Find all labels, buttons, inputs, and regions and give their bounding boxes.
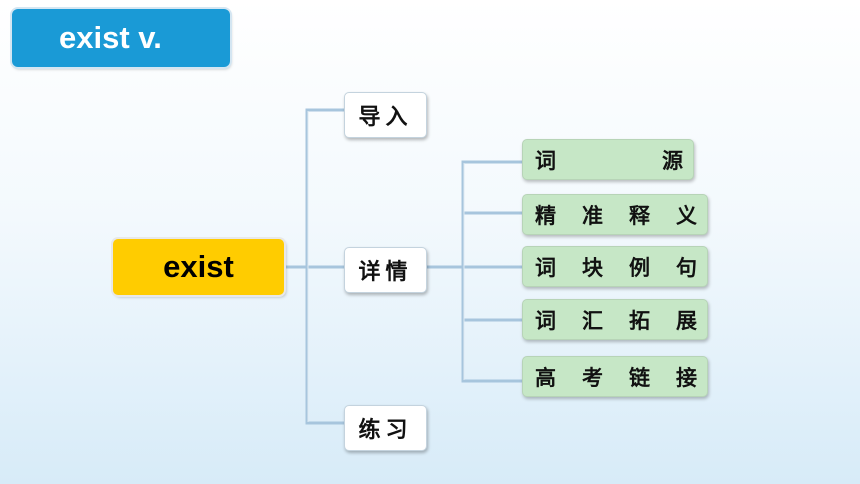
- detail-node-vocabulary-expansion[interactable]: 词 汇 拓 展: [522, 299, 708, 340]
- detail-char: 汇: [582, 308, 603, 333]
- detail-char: 链: [629, 365, 650, 390]
- detail-char: 展: [676, 308, 697, 333]
- detail-char: 词: [535, 255, 556, 280]
- branch-node-intro[interactable]: 导入: [344, 92, 427, 138]
- detail-node-definition[interactable]: 精 准 释 义: [522, 194, 708, 235]
- detail-char: 精: [535, 203, 556, 228]
- branch-node-detail[interactable]: 详情: [344, 247, 427, 293]
- detail-char: 义: [676, 203, 697, 228]
- detail-node-chunk-examples[interactable]: 词 块 例 句: [522, 246, 708, 287]
- detail-char: 例: [629, 255, 650, 280]
- detail-char: 词: [535, 148, 556, 173]
- main-node-exist: exist: [113, 239, 284, 295]
- page-title: exist v.: [12, 9, 230, 67]
- detail-char: 词: [535, 308, 556, 333]
- branch-node-practice[interactable]: 练习: [344, 405, 427, 451]
- detail-char: 句: [676, 255, 697, 280]
- detail-char: 块: [582, 255, 603, 280]
- detail-char: 源: [662, 148, 683, 173]
- detail-node-exam-links[interactable]: 高 考 链 接: [522, 356, 708, 397]
- detail-char: 接: [676, 365, 697, 390]
- detail-char: 拓: [629, 308, 650, 333]
- detail-node-etymology[interactable]: 词 源: [522, 139, 694, 180]
- detail-char: 释: [629, 203, 650, 228]
- detail-char: 准: [582, 203, 603, 228]
- detail-char: 高: [535, 365, 556, 390]
- detail-char: 考: [582, 365, 603, 390]
